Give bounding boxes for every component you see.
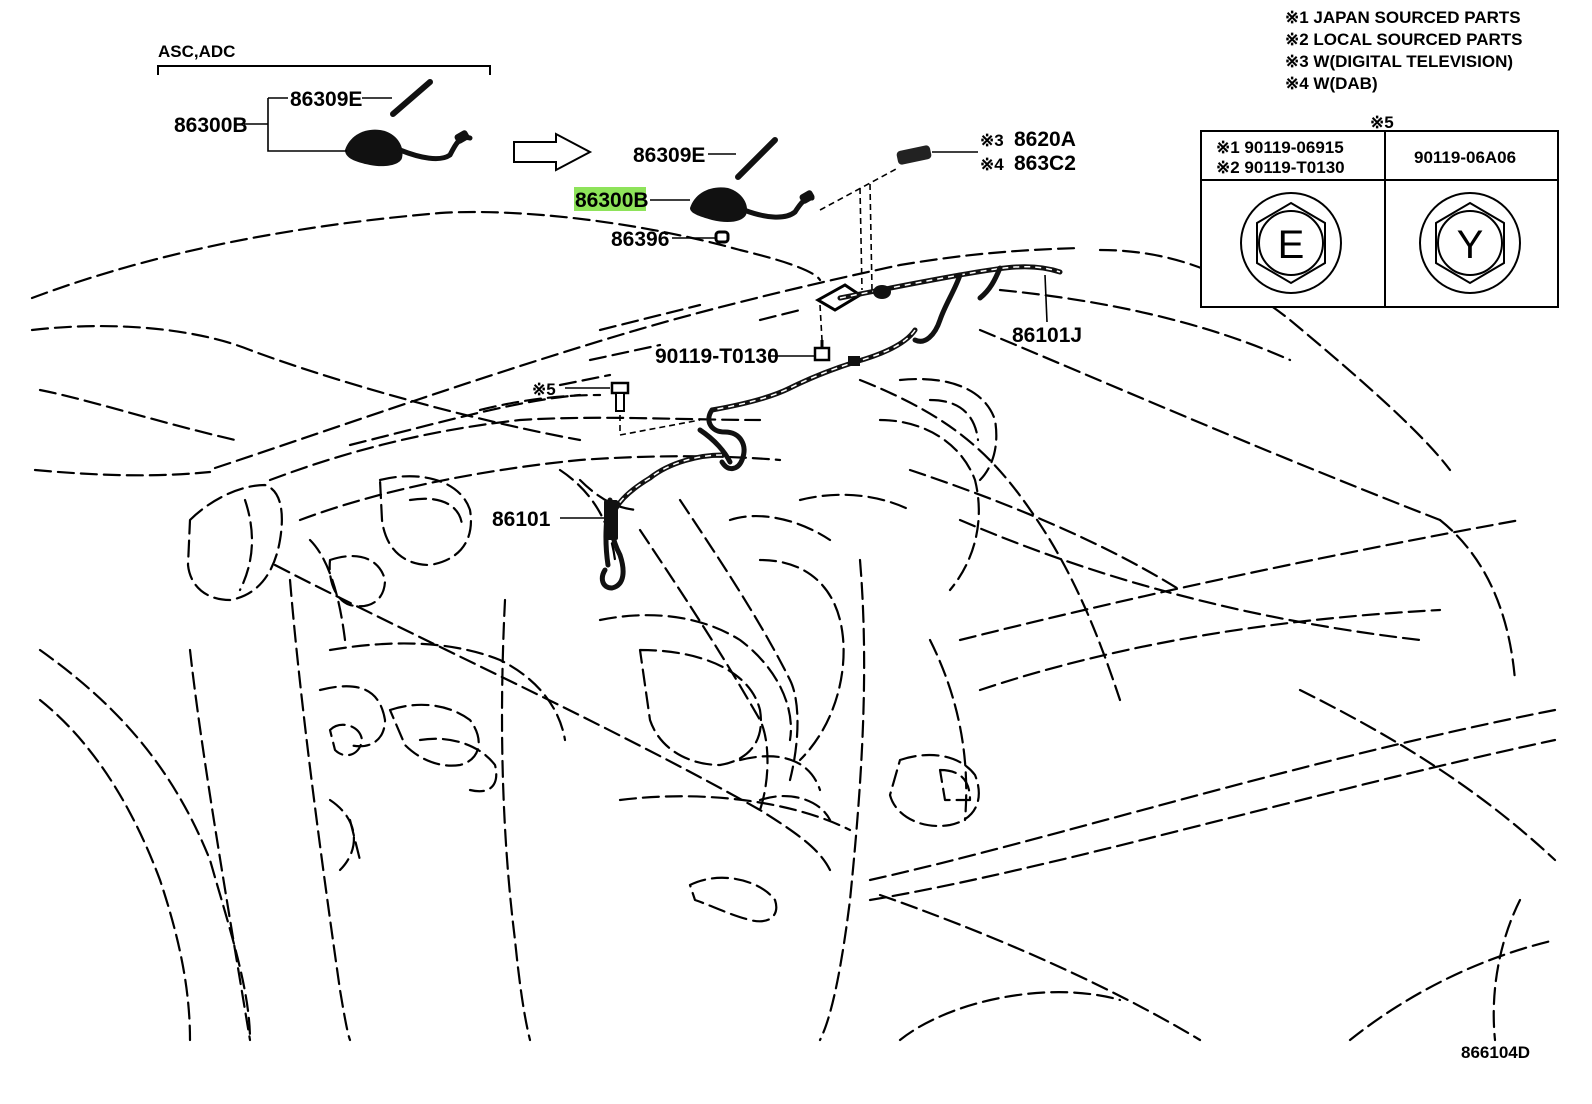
arrow-icon (513, 132, 593, 172)
part-86101[interactable]: 86101 (492, 508, 551, 531)
legend: ※1 JAPAN SOURCED PARTS ※2 LOCAL SOURCED … (1285, 8, 1522, 93)
table-note-mark-5: ※5 (1370, 113, 1394, 132)
antenna-assembly-old: 86309E 86300B (174, 79, 473, 167)
bolt-table: ※5 ※1 90119-06915 ※2 90119-T0130 90119-0… (1200, 113, 1559, 308)
legend-item-2: ※2 LOCAL SOURCED PARTS (1285, 30, 1522, 49)
highlight-marker (574, 187, 646, 211)
part-863C2[interactable]: 863C2 (1014, 152, 1076, 175)
legend-item-4: ※4 W(DAB) (1285, 74, 1378, 93)
antenna-assembly-new: 86309E 86300B 86396 (574, 137, 815, 251)
part-86309E[interactable]: 86309E (633, 144, 705, 167)
bolt-head-y-icon: Y (1419, 192, 1521, 294)
antenna-cord-harness: 86101J 86101 (492, 264, 1082, 591)
variant-bracket: ASC,ADC (157, 42, 491, 75)
bolt-mark-y: Y (1457, 223, 1484, 267)
table-col1-line2: ※2 90119-T0130 (1216, 158, 1345, 177)
note-mark-4: ※4 (980, 155, 1004, 174)
bolt-90119-T0130: 90119-T0130 (655, 340, 831, 368)
part-8620A[interactable]: 8620A (1014, 128, 1076, 151)
part-90119-T0130[interactable]: 90119-T0130 (655, 345, 779, 368)
legend-item-1: ※1 JAPAN SOURCED PARTS (1285, 8, 1521, 27)
table-col1-line1: ※1 90119-06915 (1216, 138, 1344, 157)
variant-label: ASC,ADC (158, 42, 235, 61)
note-mark-5-bolt: ※5 (532, 380, 556, 399)
bolt-mark-e: E (1278, 223, 1305, 267)
bolt-head-e-icon: E (1240, 192, 1342, 294)
table-col2-header: 90119-06A06 (1414, 148, 1516, 167)
connector-assembly: ※3 8620A ※4 863C2 (819, 128, 1076, 291)
note-mark-3: ※3 (980, 131, 1004, 150)
part-86300B[interactable]: 86300B (575, 189, 649, 212)
part-86396[interactable]: 86396 (611, 228, 669, 251)
part-86309E-old[interactable]: 86309E (290, 88, 362, 111)
part-86101J[interactable]: 86101J (1012, 324, 1082, 347)
vehicle-outline (30, 210, 1557, 1042)
legend-item-3: ※3 W(DIGITAL TELEVISION) (1285, 52, 1513, 71)
diagram-code: 866104D (1461, 1043, 1530, 1062)
part-86300B-old[interactable]: 86300B (174, 114, 248, 137)
bolt-note-5: ※5 (532, 380, 630, 412)
